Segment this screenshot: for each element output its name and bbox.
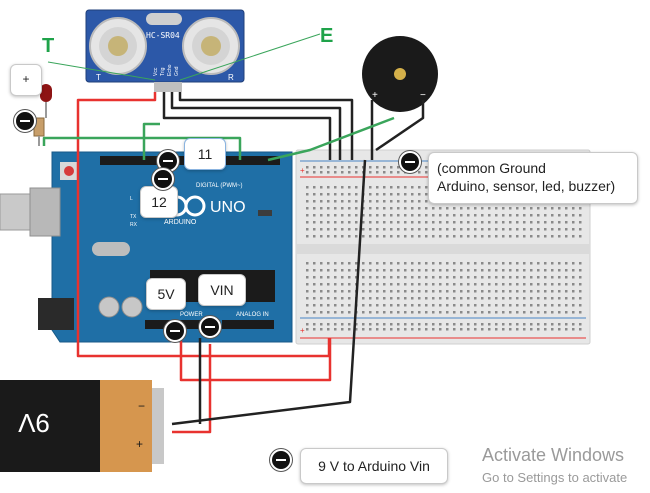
arduino-analog-text: ANALOG IN [236,312,269,318]
svg-text:+: + [300,326,305,335]
pin11-text: 11 [197,146,213,162]
battery-9v: 9V + − [0,380,164,472]
led-collapse-icon[interactable] [14,110,36,132]
buzzer-minus-text: − [420,90,426,101]
v5-collapse-icon[interactable] [164,320,186,342]
arduino-uno-board: UNO ARDUINO DIGITAL (PWM~) ANALOG IN POW… [0,151,293,343]
pin12-collapse-icon[interactable] [152,168,174,190]
buzzer-plus-text: + [372,90,378,101]
sensor-side-t-text: T [96,73,101,82]
echo-letter-label: E [320,25,333,47]
board-rx-text: RX [130,222,138,228]
piezo-buzzer: + − [362,36,438,112]
sensor-pin-echo-text: Echo [167,64,173,76]
v5-text: 5V [157,286,175,302]
sensor-side-r-text: R [228,73,234,82]
ground-line2-text: Arduino, sensor, led, buzzer) [437,178,616,194]
ground-line1-text: (common Ground [437,160,546,176]
trig-letter-label: T [42,35,54,57]
ground-callout: (common Ground Arduino, sensor, led, buz… [428,152,638,204]
pin12-callout: 12 [140,186,178,218]
wires [42,33,425,434]
sensor-pin-trig-text: Trig [160,67,166,76]
led-plus-callout: + [10,64,42,96]
arduino-digital-text: DIGITAL (PWM~) [196,183,243,189]
pin12-text: 12 [151,194,167,210]
arduino-power-text: POWER [180,312,203,318]
battery-note-text: 9 V to Arduino Vin [318,458,430,474]
ground-collapse-icon[interactable] [399,151,421,173]
svg-text:+: + [300,166,305,175]
arduino-brand-text: ARDUINO [164,219,197,226]
v5-callout: 5V [146,278,186,310]
board-tx-text: TX [130,214,137,220]
activate-windows-title: Activate Windows [482,445,625,465]
vin-collapse-icon[interactable] [199,316,221,338]
ultrasonic-sensor: HC-SR04 T R Vcc Trig Echo Gnd [85,9,245,92]
vin-callout: VIN [198,274,246,306]
battery-9v-text: 9V [17,408,49,438]
sensor-pin-gnd-text: Gnd [174,66,180,76]
sensor-model-text: HC-SR04 [146,31,180,40]
battery-plus-text: + [136,437,143,451]
battery-minus-text: − [138,399,145,413]
led-plus-text: + [22,72,30,86]
vin-text: VIN [210,282,234,298]
sensor-pin-vcc-text: Vcc [153,67,159,76]
arduino-uno-text: UNO [210,199,246,216]
battery-note-callout: 9 V to Arduino Vin [300,448,448,484]
activate-windows-subtitle: Go to Settings to activate [482,470,628,485]
pin11-callout: 11 [184,138,226,170]
battery-note-collapse-icon[interactable] [270,449,292,471]
board-l-text: L [130,196,133,202]
led-with-resistor [33,84,52,146]
